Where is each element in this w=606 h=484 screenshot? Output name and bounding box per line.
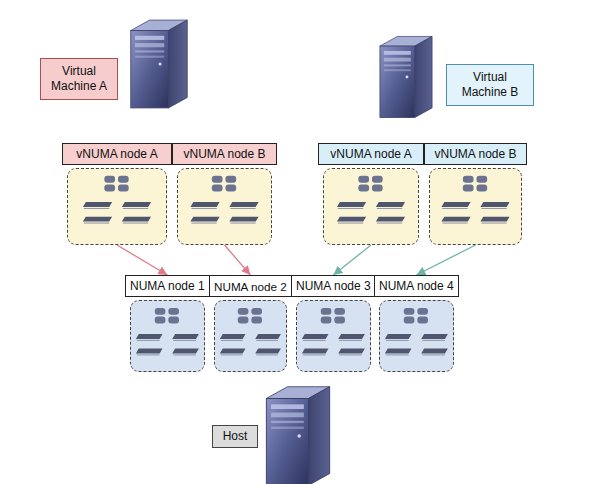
chip-icons xyxy=(430,169,521,244)
server-icon xyxy=(380,36,432,117)
resource-panel xyxy=(296,300,371,372)
node-header: NUMA node 2 xyxy=(209,275,292,297)
resource-panel xyxy=(429,168,522,245)
vnuma-node: vNUMA node A xyxy=(318,143,424,245)
chip-icons xyxy=(297,301,370,371)
node-label: NUMA node 2 xyxy=(214,280,287,293)
numa-node: NUMA node 4 xyxy=(374,275,459,372)
server-icon xyxy=(131,20,187,108)
chip-icons xyxy=(215,301,286,371)
mapping-arrow xyxy=(333,245,371,275)
node-label: vNUMA node B xyxy=(434,147,516,161)
node-label: Virtual Machine B xyxy=(451,70,529,100)
mapping-arrow xyxy=(225,245,251,275)
vnuma-node: vNUMA node B xyxy=(172,143,277,245)
chip-icons xyxy=(324,169,418,244)
node-header: vNUMA node B xyxy=(172,143,277,165)
numa-node: NUMA node 1 xyxy=(125,275,210,372)
resource-panel xyxy=(214,300,287,372)
resource-panel xyxy=(177,168,272,245)
server-icon xyxy=(266,387,329,484)
resource-panel xyxy=(130,300,205,372)
node-label: NUMA node 4 xyxy=(379,279,454,293)
vnuma-node: vNUMA node B xyxy=(424,143,527,245)
chip-icons xyxy=(131,301,204,371)
node-header: vNUMA node A xyxy=(318,143,424,165)
node-header: NUMA node 4 xyxy=(374,275,459,297)
label-box: Virtual Machine A xyxy=(40,58,118,100)
numa-node: NUMA node 3 xyxy=(291,275,376,372)
node-label: NUMA node 3 xyxy=(296,279,371,293)
node-header: vNUMA node B xyxy=(424,143,527,165)
resource-panel xyxy=(379,300,454,372)
numa-node: NUMA node 2 xyxy=(209,275,292,372)
resource-panel xyxy=(67,168,167,245)
vnuma-node: vNUMA node A xyxy=(62,143,172,245)
node-label: NUMA node 1 xyxy=(130,279,205,293)
resource-panel xyxy=(323,168,419,245)
chip-icons xyxy=(380,301,453,371)
chip-icons xyxy=(68,169,166,244)
mapping-arrow xyxy=(117,245,167,275)
chip-icons xyxy=(178,169,271,244)
node-label: Host xyxy=(223,429,248,444)
mapping-arrow xyxy=(416,245,475,275)
node-label: vNUMA node A xyxy=(76,147,157,161)
node-header: NUMA node 1 xyxy=(125,275,210,297)
node-label: Virtual Machine A xyxy=(45,64,113,94)
node-label: vNUMA node A xyxy=(330,147,411,161)
label-box: Host xyxy=(212,425,258,448)
node-header: vNUMA node A xyxy=(62,143,172,165)
label-box: Virtual Machine B xyxy=(446,64,534,106)
node-label: vNUMA node B xyxy=(183,147,265,161)
node-header: NUMA node 3 xyxy=(291,275,376,297)
